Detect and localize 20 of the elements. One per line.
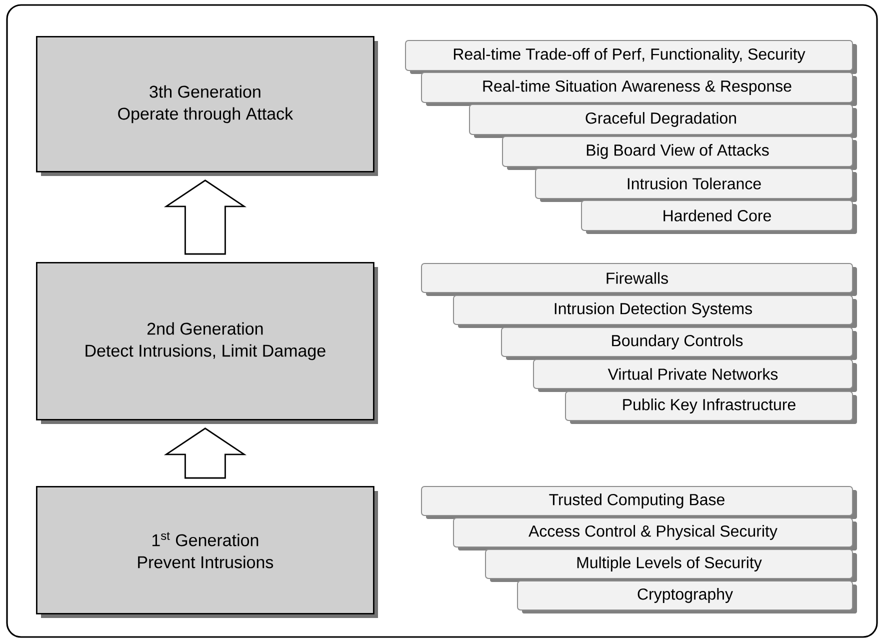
feature-bar: Public Key Infrastructure	[565, 391, 857, 424]
feature-bar: Firewalls	[421, 263, 857, 296]
feature-bar: Access Control & Physical Security	[453, 518, 857, 550]
feature-bar: Boundary Controls	[501, 327, 857, 360]
generation-box: 1$^{st}$ Generation Prevent Intrusions	[36, 486, 378, 618]
block-arrow	[164, 180, 247, 255]
feature-bar: Virtual Private Networks	[533, 359, 857, 392]
generation-box: 2nd Generation Detect Intrusions, Limit Damage	[36, 262, 378, 424]
feature-bar: Graceful Degradation	[469, 104, 857, 138]
feature-bar: Real-time Trade-off of Perf, Functionality, Security	[405, 40, 857, 74]
block-arrow	[164, 428, 247, 479]
feature-bar: Cryptography	[517, 580, 857, 614]
feature-bar: Big Board View of Attacks	[502, 136, 857, 170]
generation-box: 3th Generation Operate through Attack	[36, 36, 378, 176]
feature-bar: Real-time Situation Awareness & Response	[421, 72, 857, 106]
feature-bar: Intrusion Detection Systems	[453, 295, 857, 328]
feature-bar: Hardened Core	[581, 200, 857, 234]
feature-bar: Multiple Levels of Security	[485, 549, 857, 582]
feature-bar: Trusted Computing Base	[421, 486, 857, 519]
feature-bar: Intrusion Tolerance	[535, 168, 857, 202]
